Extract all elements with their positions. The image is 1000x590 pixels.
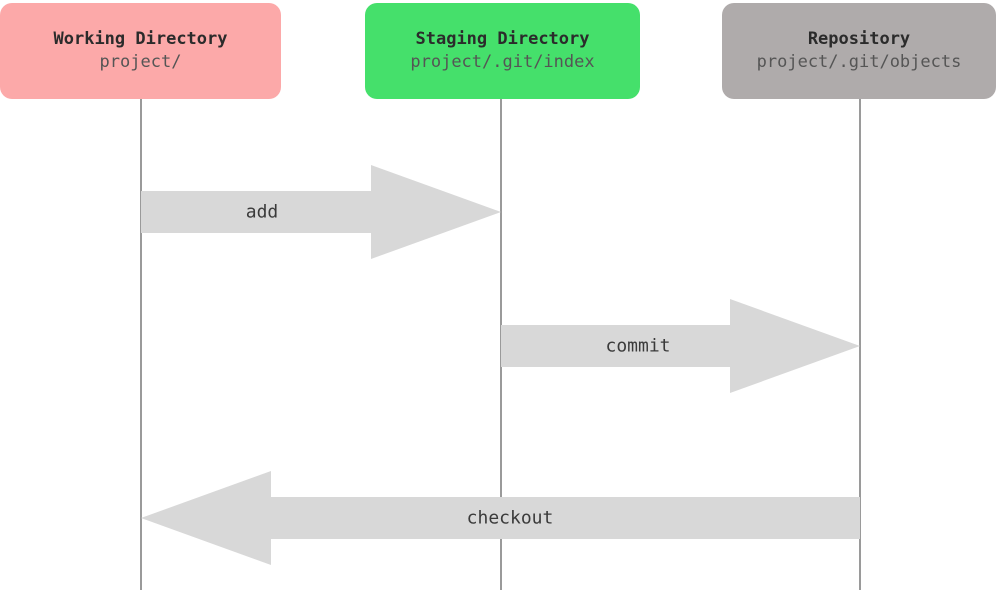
participant-title-repository: Repository (807, 28, 911, 49)
message-arrow-commit[interactable] (501, 299, 860, 393)
lifeline-working-directory (140, 99, 142, 590)
message-label-checkout: checkout (466, 507, 554, 529)
participant-box-staging-directory[interactable]: Staging Directory project/.git/index (365, 3, 640, 99)
message-arrow-add[interactable] (141, 165, 501, 259)
participant-path-repository: project/.git/objects (756, 52, 962, 72)
message-label-commit: commit (605, 335, 671, 357)
lifeline-repository (859, 99, 861, 590)
participant-title-working-directory: Working Directory (53, 28, 228, 49)
participant-path-working-directory: project/ (99, 52, 182, 72)
participant-title-staging-directory: Staging Directory (415, 28, 590, 49)
participant-path-staging-directory: project/.git/index (410, 52, 595, 72)
participant-box-repository[interactable]: Repository project/.git/objects (722, 3, 996, 99)
participant-box-working-directory[interactable]: Working Directory project/ (0, 3, 281, 99)
message-label-add: add (245, 201, 279, 223)
